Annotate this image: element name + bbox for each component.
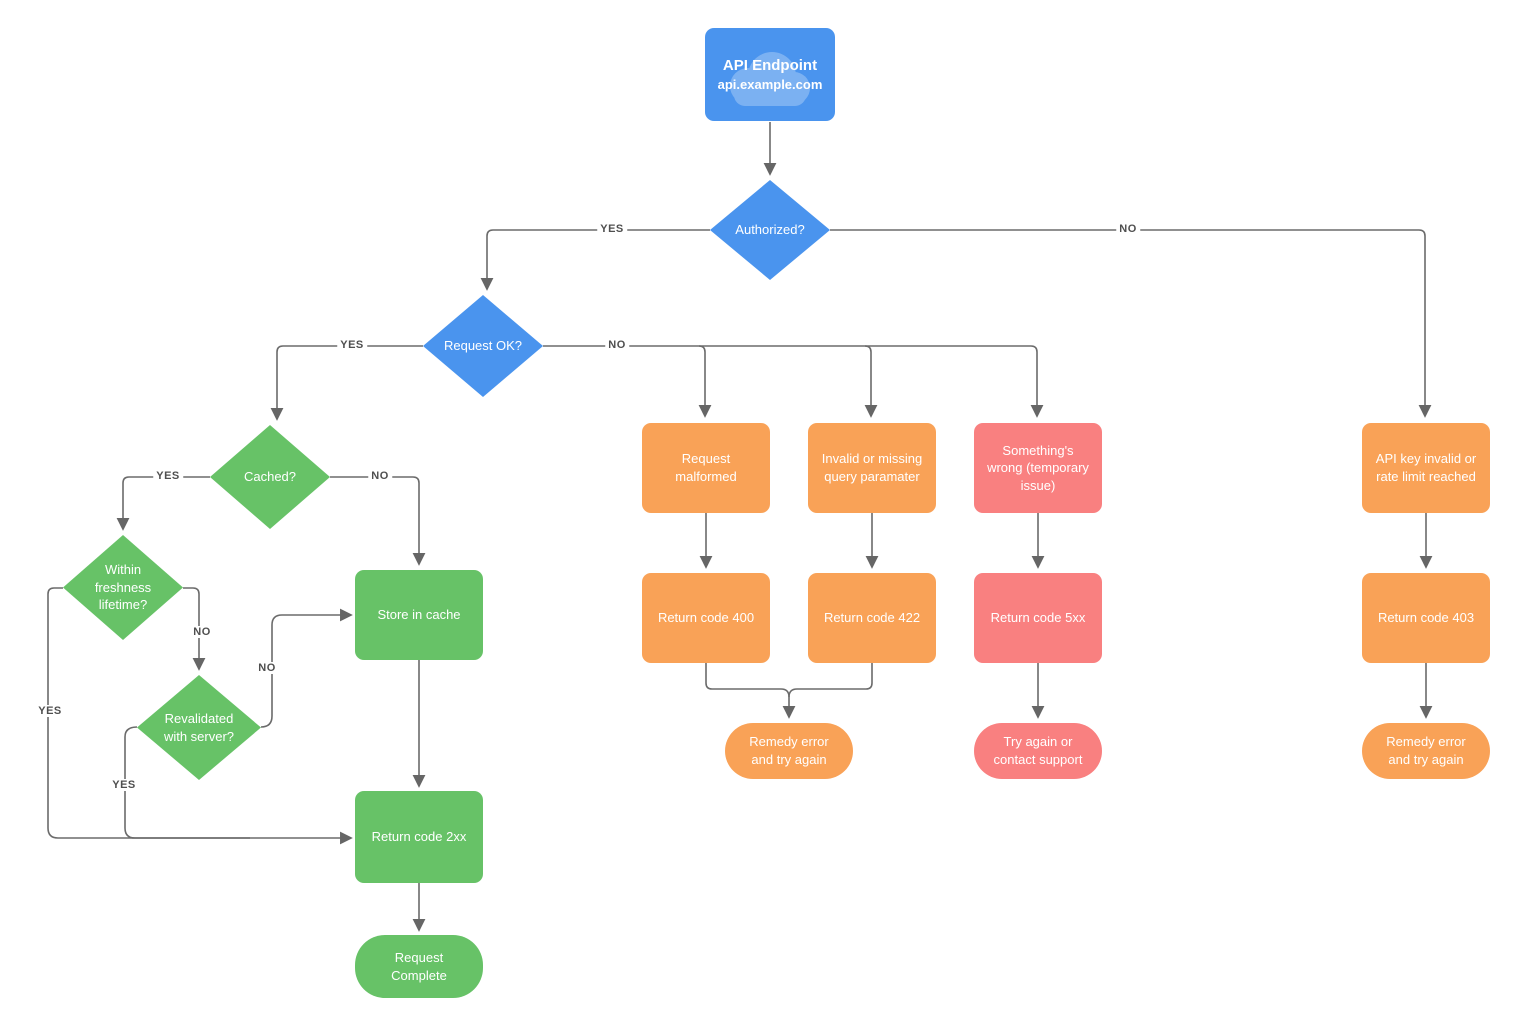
node-api-key-invalid: API key invalid or rate limit reached — [1362, 423, 1490, 513]
connector-requestok-yes — [270, 345, 423, 421]
node-api-endpoint: API Endpoint api.example.com — [705, 28, 835, 121]
edge-label-revalidated-yes: YES — [109, 779, 139, 791]
edge-label-freshness-no: NO — [190, 626, 214, 638]
node-return-code-400: Return code 400 — [642, 573, 770, 663]
connector-branch-malformed — [698, 345, 712, 418]
node-request-complete: Request Complete — [355, 935, 483, 998]
node-label: Return code 2xx — [371, 829, 467, 845]
connector-cached-no — [330, 476, 426, 566]
node-label: Return code 400 — [657, 610, 755, 626]
edge-label-requestok-yes: YES — [337, 339, 367, 351]
node-temporary-issue: Something's wrong (temporary issue) — [974, 423, 1102, 513]
node-label: Request OK? — [443, 338, 523, 354]
node-label: Return code 403 — [1377, 610, 1475, 626]
edge-label-cached-yes: YES — [153, 470, 183, 482]
edge-label-freshness-yes: YES — [35, 705, 65, 717]
node-title: API Endpoint — [722, 56, 818, 74]
connector-cached-yes — [116, 476, 210, 531]
node-request-malformed: Request malformed — [642, 423, 770, 513]
node-label: Return code 5xx — [990, 610, 1086, 626]
connector-revalidated-no — [260, 608, 353, 728]
node-label: Try again or contact support — [993, 734, 1083, 767]
node-return-code-403: Return code 403 — [1362, 573, 1490, 663]
node-label: Revalidated with server? — [163, 710, 235, 744]
node-return-code-422: Return code 422 — [808, 573, 936, 663]
cloud-icon — [730, 52, 810, 106]
node-store-in-cache: Store in cache — [355, 570, 483, 660]
node-label: Request Complete — [391, 949, 447, 983]
edge-label-cached-no: NO — [368, 470, 392, 482]
connector-freshness-no — [183, 587, 206, 671]
node-label: Store in cache — [377, 607, 461, 623]
connector-branch-invalid — [864, 345, 878, 418]
node-label: Invalid or missing query paramater — [821, 451, 923, 484]
node-label: Within freshness lifetime? — [94, 562, 152, 613]
edge-label-requestok-no: NO — [605, 339, 629, 351]
node-label: Request malformed — [675, 451, 737, 484]
connector-revalidated-yes — [124, 726, 250, 839]
node-invalid-query-parameter: Invalid or missing query paramater — [808, 423, 936, 513]
node-return-code-5xx: Return code 5xx — [974, 573, 1102, 663]
connector-400-merge — [705, 663, 796, 719]
node-subtitle: api.example.com — [717, 76, 823, 92]
node-label: Return code 422 — [823, 610, 921, 626]
node-try-again-support: Try again or contact support — [974, 723, 1102, 779]
node-label: API key invalid or rate limit reached — [1375, 451, 1477, 484]
node-remedy-error-mid: Remedy error and try again — [725, 723, 853, 779]
node-return-code-2xx: Return code 2xx — [355, 791, 483, 883]
node-label: Something's wrong (temporary issue) — [987, 442, 1089, 493]
connector-422-merge — [788, 663, 873, 698]
edge-label-authorized-no: NO — [1116, 223, 1140, 235]
edge-label-revalidated-no: NO — [255, 662, 279, 674]
node-remedy-error-right: Remedy error and try again — [1362, 723, 1490, 779]
node-label: Cached? — [243, 469, 297, 485]
edge-label-authorized-yes: YES — [597, 223, 627, 235]
node-label: Remedy error and try again — [1386, 734, 1466, 767]
node-label: Authorized? — [735, 222, 805, 238]
connector-authorized-no — [830, 229, 1432, 418]
connector-authorized-yes — [480, 229, 710, 291]
node-label: Remedy error and try again — [749, 734, 829, 767]
connector-requestok-no-main — [543, 345, 1044, 418]
